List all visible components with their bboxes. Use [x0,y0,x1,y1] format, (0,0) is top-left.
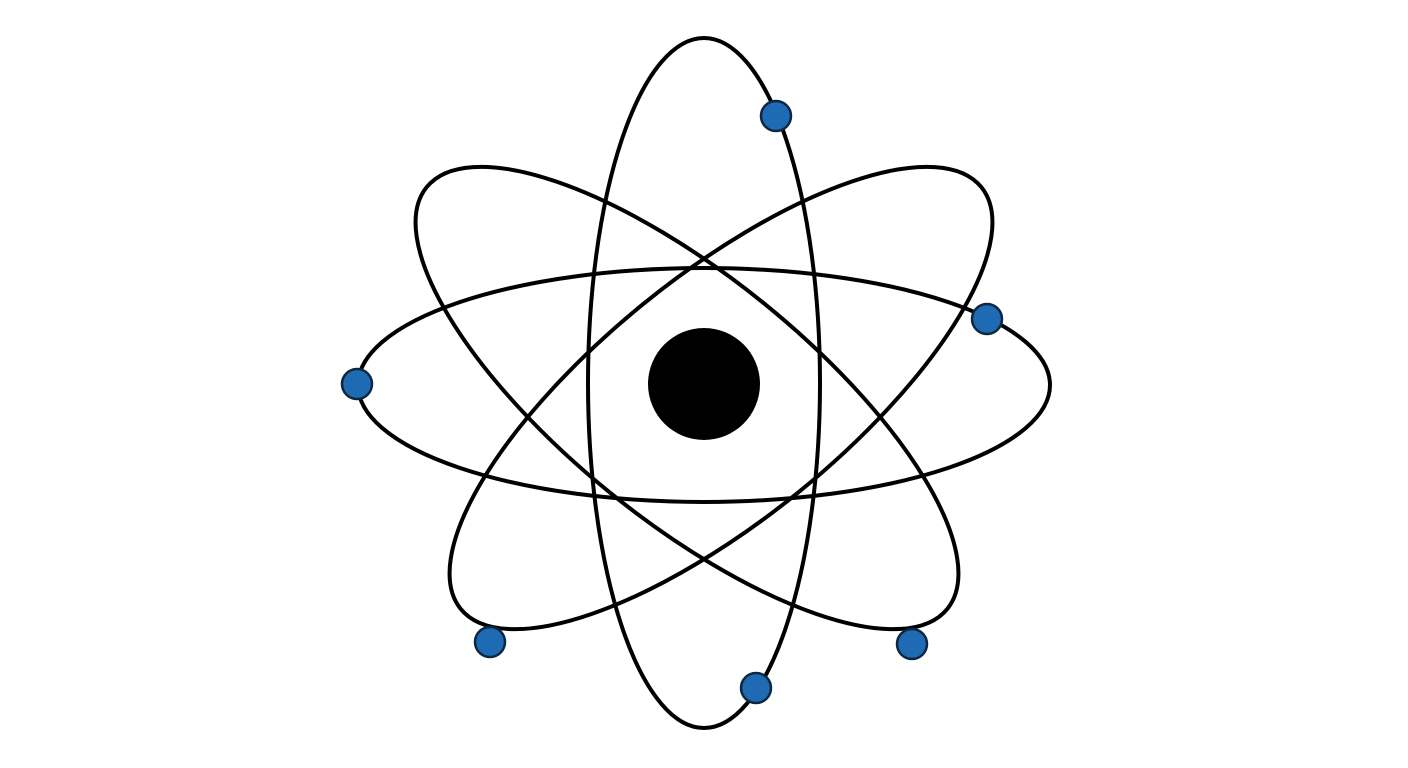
electron-bottom-left [473,625,507,659]
electron-left [340,367,374,401]
electron-top [759,99,793,133]
orbit-diagonal-left [413,164,961,632]
orbit-diagonal-right [447,164,995,632]
electron-right [970,302,1004,336]
electrons-group [340,99,1004,705]
orbit-vertical [586,36,822,730]
nucleus [648,328,760,440]
electron-bottom [739,671,773,705]
electron-bottom-right [895,627,929,661]
orbits-group [356,36,1052,730]
